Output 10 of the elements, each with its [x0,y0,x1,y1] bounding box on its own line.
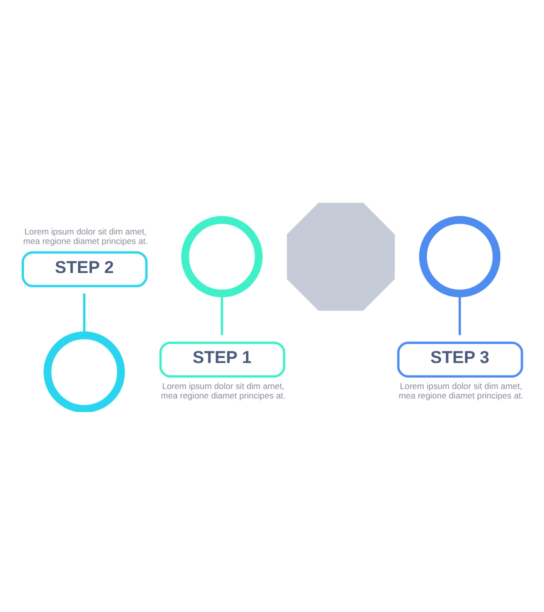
node-label: Lorem ipsum dolor sit dim amet, mea regione diamet principes at. [23,226,148,246]
node-box: STEP 3 [397,342,524,378]
node-label: Lorem ipsum dolor sit dim amet, mea regione diamet principes at. [160,381,286,401]
node-gear [286,202,395,311]
node-box: STEP 1 [159,342,286,378]
node-gear [419,216,500,298]
node-gear [44,331,125,412]
node-label: Lorem ipsum dolor sit dim amet, mea regione diamet principes at. [398,381,524,401]
node-gear [181,216,263,298]
node-box: STEP 2 [22,251,148,288]
